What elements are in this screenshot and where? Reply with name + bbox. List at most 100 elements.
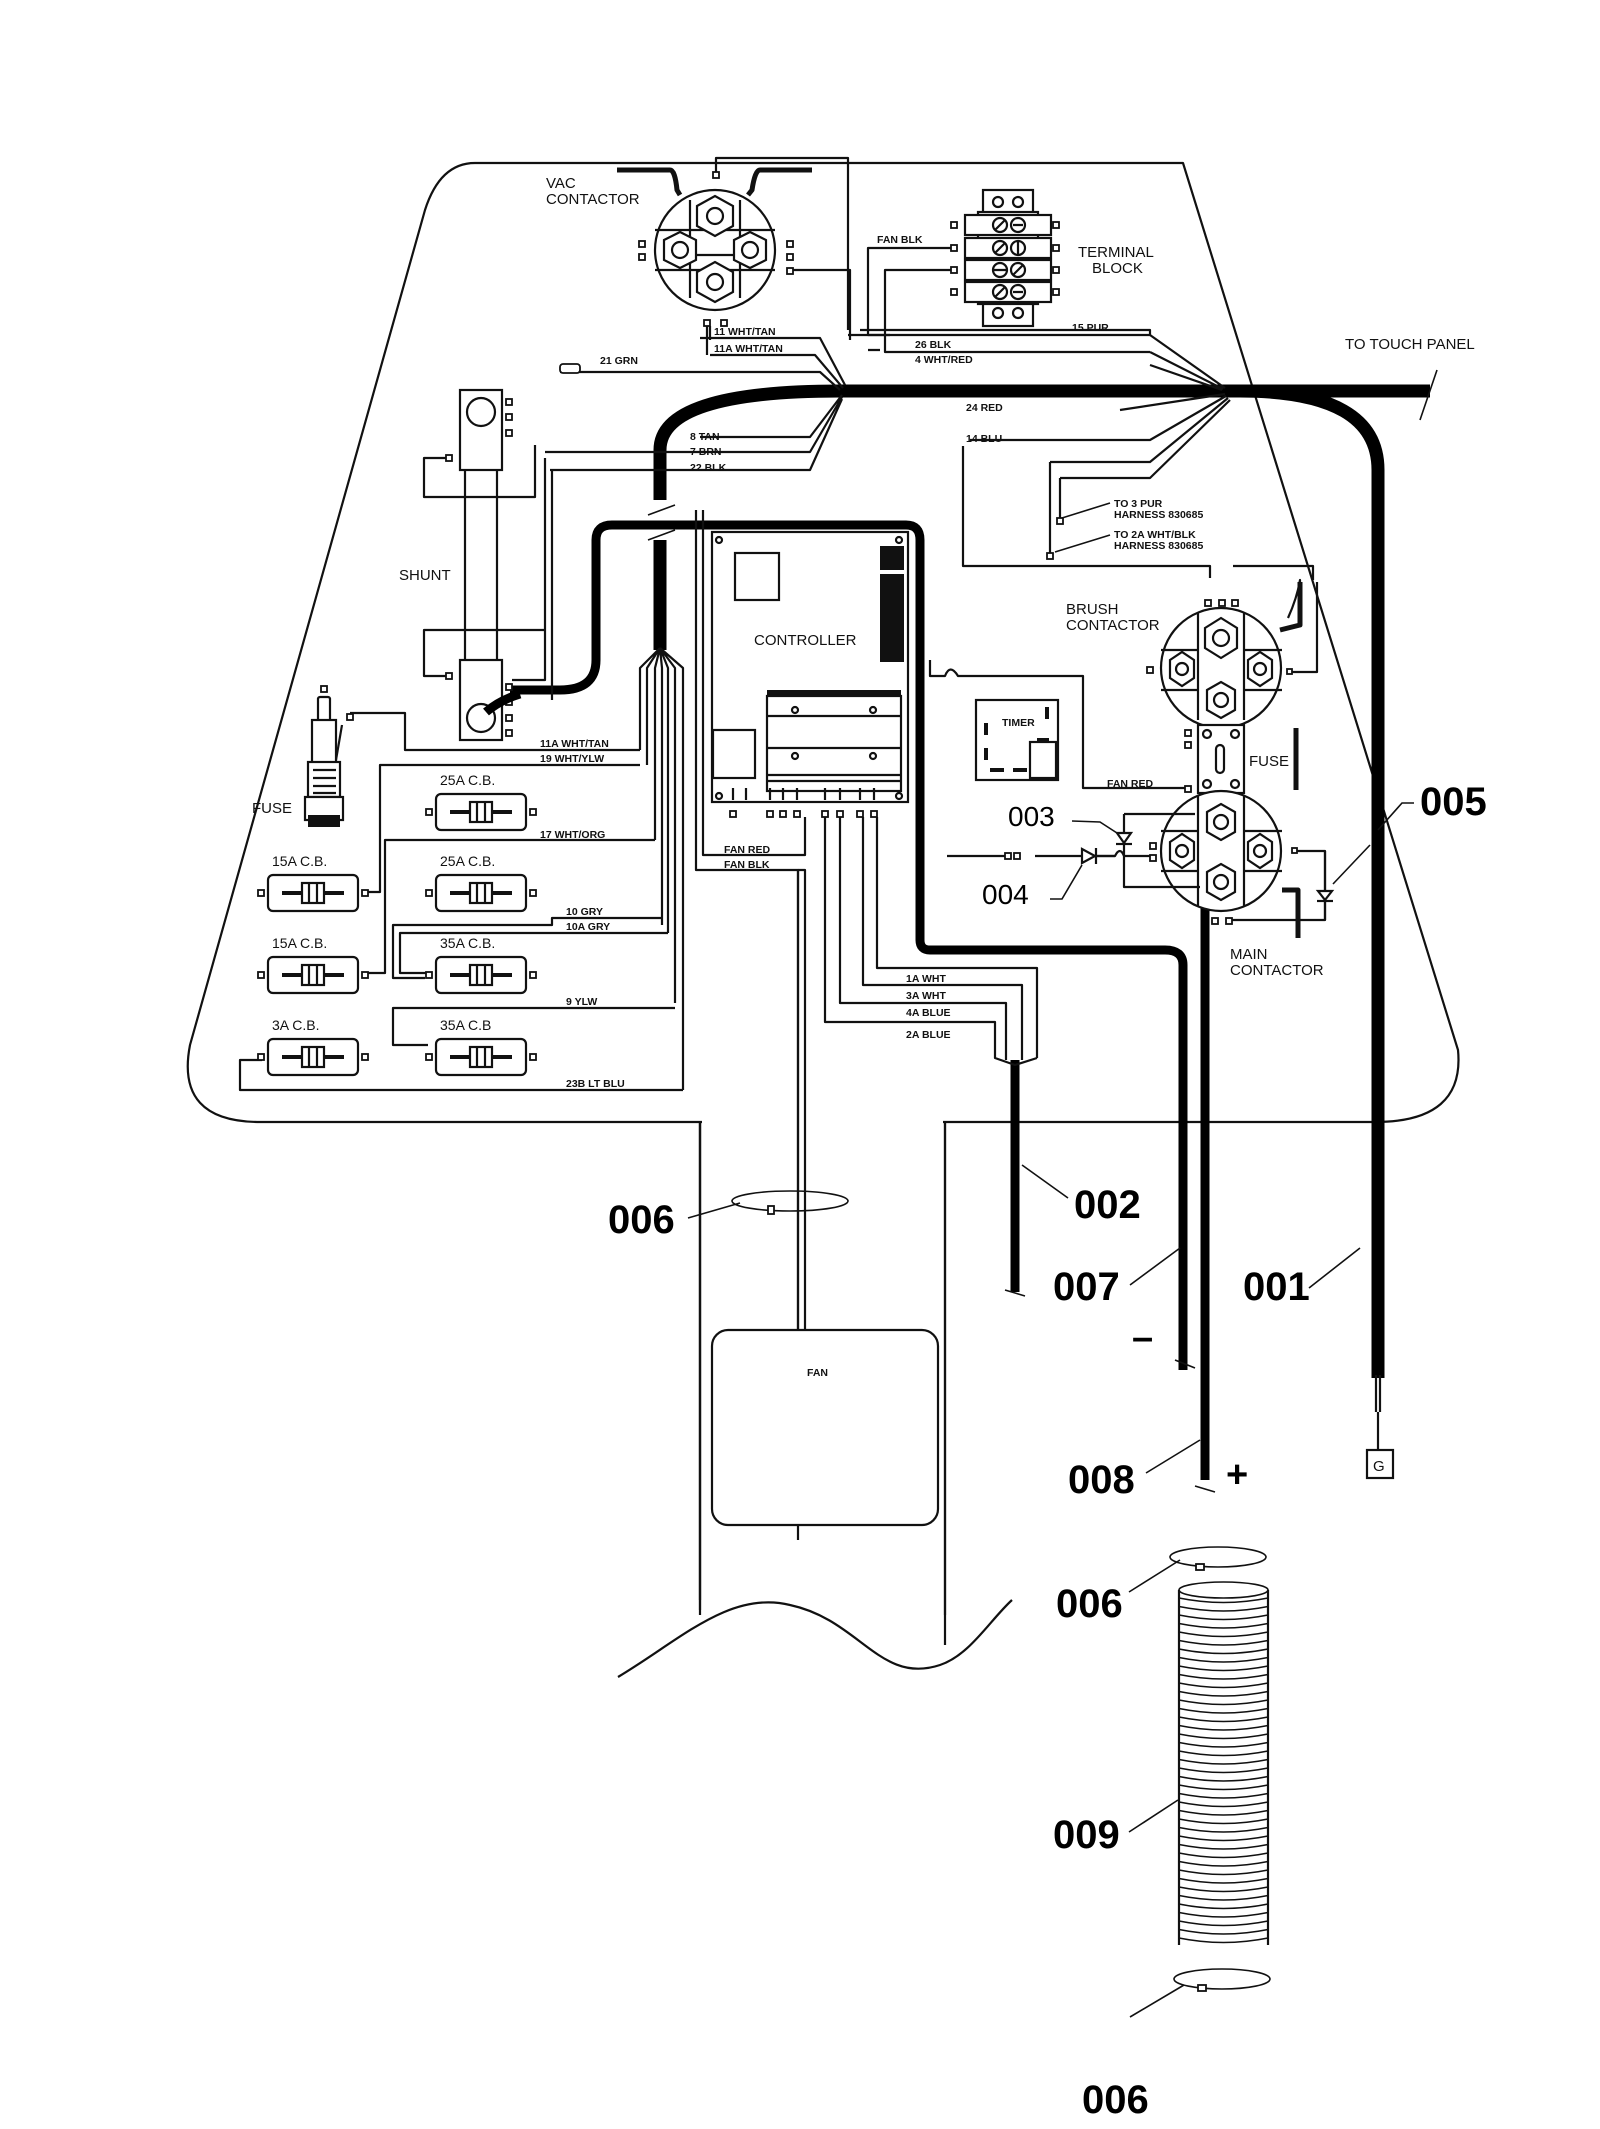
- vac-contactor[interactable]: [617, 156, 852, 355]
- main-contactor-label: MAIN: [1230, 946, 1268, 963]
- callout-003: 003: [1008, 801, 1055, 832]
- tube-rib: [1178, 1724, 1269, 1731]
- wire-label-1a-wht: 1A WHT: [906, 973, 946, 985]
- wire: [350, 711, 640, 894]
- callout-006: 006: [608, 1198, 675, 1242]
- tube-rib: [1178, 1903, 1269, 1910]
- controller[interactable]: [710, 530, 910, 818]
- leader-006: [1129, 1984, 1185, 2018]
- diode-005: [1315, 851, 1335, 920]
- main-contactor-label: CONTACTOR: [1230, 962, 1324, 979]
- wire-label-11a-wht-tan: 11A WHT/TAN: [714, 343, 783, 355]
- wire-label-11-wht-tan: 11 WHT/TAN: [714, 326, 776, 338]
- wire-label-fan-red: FAN RED: [1107, 778, 1154, 790]
- cable-end-007: [1174, 1359, 1196, 1369]
- wire-label-3a-wht: 3A WHT: [906, 990, 946, 1002]
- harness-note: TO 2A WHT/BLK: [1114, 529, 1196, 541]
- tube-rib: [1178, 1741, 1269, 1748]
- tube-rib: [1178, 1877, 1269, 1884]
- shunt[interactable]: [445, 388, 513, 742]
- harness-break: [647, 504, 676, 541]
- main-fuse[interactable]: [1184, 723, 1299, 795]
- tube-rib: [1178, 1937, 1269, 1944]
- wire: [823, 817, 1039, 1067]
- tube-rib: [1178, 1699, 1269, 1706]
- callout-009: 009: [1053, 1813, 1120, 1857]
- circuit-breaker[interactable]: 35A C.B: [425, 1017, 537, 1077]
- brush-contactor-label: BRUSH: [1066, 601, 1119, 618]
- tube-rib: [1178, 1911, 1269, 1918]
- wire-label-23b-lt-blu: 23B LT BLU: [566, 1078, 625, 1090]
- terminal-block-label: BLOCK: [1092, 260, 1143, 277]
- wire-14-blu: [961, 446, 1315, 580]
- wire-label-2a-blue: 2A BLUE: [906, 1029, 951, 1041]
- circuit-breaker[interactable]: 15A C.B.: [257, 935, 369, 995]
- main-harness-branch: [1239, 384, 1385, 1378]
- brush-contactor[interactable]: [1146, 578, 1319, 730]
- leader-003: [1071, 820, 1118, 834]
- circuit-breaker[interactable]: 35A C.B.: [425, 935, 537, 995]
- circuit-breaker[interactable]: 25A C.B.: [425, 853, 537, 913]
- circuit-breaker-label: 25A C.B.: [440, 772, 495, 788]
- controller-label: CONTROLLER: [754, 632, 857, 649]
- callout-007: 007: [1053, 1265, 1120, 1309]
- leader-006: [687, 1202, 741, 1219]
- fuse-left-label: FUSE: [252, 800, 292, 817]
- tube-rib: [1178, 1886, 1269, 1893]
- wire: [238, 1058, 683, 1092]
- tube-rib: [1178, 1928, 1269, 1935]
- tube-rib: [1178, 1733, 1269, 1740]
- wire-label-4-wht-red: 4 WHT/RED: [915, 354, 973, 366]
- wire-bundle: [560, 334, 1231, 480]
- tube-rib: [1178, 1648, 1269, 1655]
- wire-bundle: [545, 394, 844, 472]
- tube-rib: [1178, 1894, 1269, 1901]
- tube-rib: [1178, 1707, 1269, 1714]
- wire-label-22-blk: 22 BLK: [690, 462, 727, 474]
- leader-004: [1050, 864, 1083, 900]
- circuit-breaker-label: 25A C.B.: [440, 853, 495, 869]
- shunt-cable: [483, 689, 522, 716]
- inline-fuse[interactable]: [303, 685, 354, 827]
- terminal-block-label: TERMINAL: [1078, 244, 1154, 261]
- tube-rib: [1178, 1801, 1269, 1808]
- wire-label-17-wht-org: 17 WHT/ORG: [540, 829, 605, 841]
- tube-rib: [1178, 1818, 1269, 1825]
- fuse-main-label: FUSE: [1249, 753, 1289, 770]
- circuit-breaker-label: 3A C.B.: [272, 1017, 319, 1033]
- leader-009: [1128, 1799, 1179, 1833]
- leader-005: [1332, 802, 1414, 885]
- wire: [391, 1006, 675, 1047]
- callout-001: 001: [1243, 1265, 1310, 1309]
- tube-rib: [1178, 1716, 1269, 1723]
- circuit-breaker-label: 35A C.B: [440, 1017, 491, 1033]
- terminal-block[interactable]: [950, 188, 1060, 328]
- tube-rib: [1178, 1775, 1269, 1782]
- wire: [362, 838, 655, 975]
- wire: [422, 445, 545, 678]
- circuit-breaker-label: 35A C.B.: [440, 935, 495, 951]
- tube-rib: [1178, 1920, 1269, 1927]
- callout-002: 002: [1074, 1183, 1141, 1227]
- circuit-breaker[interactable]: 15A C.B.: [257, 853, 369, 913]
- wire-label-8-tan: 8 TAN: [690, 431, 720, 443]
- circuit-breaker[interactable]: 3A C.B.: [257, 1017, 369, 1077]
- wire: [848, 333, 1150, 352]
- tube-rib: [1178, 1605, 1269, 1612]
- timer[interactable]: [974, 698, 1060, 782]
- fan-label: FAN: [807, 1367, 828, 1379]
- tube-rib: [1178, 1597, 1269, 1604]
- wire-label-14-blu: 14 BLU: [966, 433, 1002, 445]
- wire-label-24-red: 24 RED: [966, 402, 1003, 414]
- ground-terminal[interactable]: [1365, 1448, 1395, 1480]
- circuit-breaker[interactable]: 25A C.B.: [425, 772, 537, 832]
- fan[interactable]: [710, 1328, 940, 1527]
- wire-label-26-blk: 26 BLK: [915, 339, 952, 351]
- main-contactor[interactable]: [1149, 789, 1327, 938]
- wire-label-9-ylw: 9 YLW: [566, 996, 597, 1008]
- tube-rib: [1178, 1682, 1269, 1689]
- controller-cable: [510, 520, 1188, 1270]
- tube-rib: [1178, 1622, 1269, 1629]
- tube-rib: [1178, 1656, 1269, 1663]
- polarity-negative: –: [1132, 1317, 1153, 1359]
